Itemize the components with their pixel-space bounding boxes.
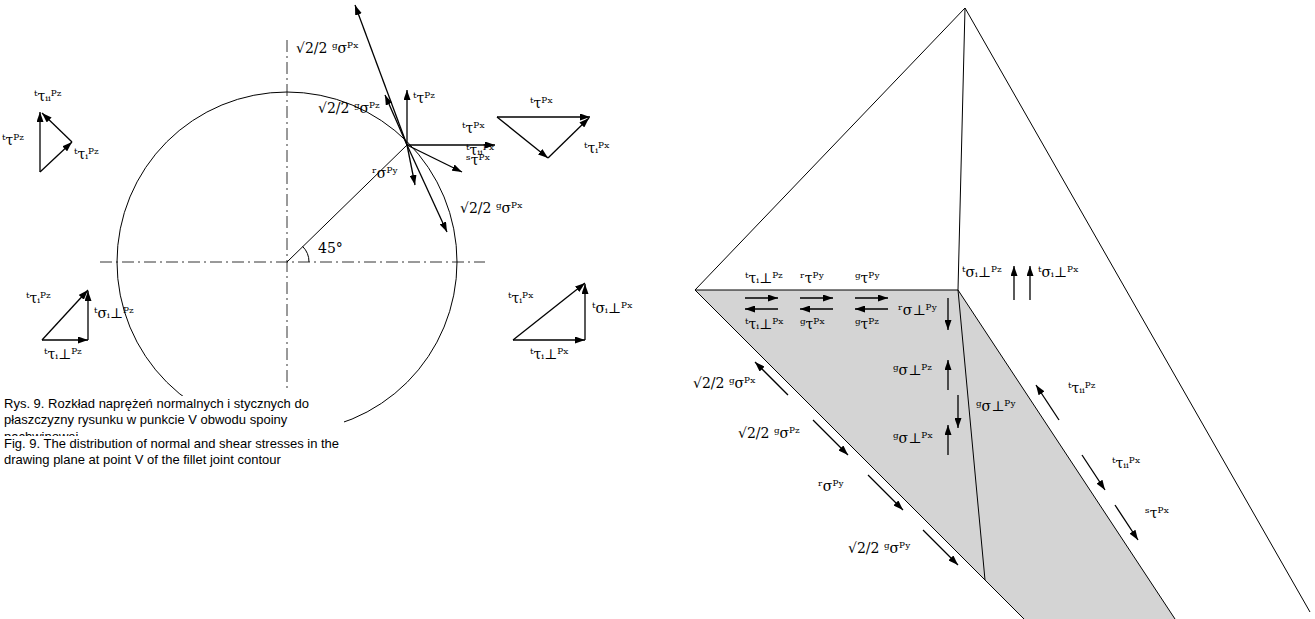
stress-label: ᵗσᵢ⊥ᴾᶻ <box>94 305 134 322</box>
figure-caption: Fig. 9. The distribution of normal and s… <box>4 436 344 469</box>
vector-arrow <box>42 339 88 340</box>
stress-label: √2/2 ᵍσᴾʸ <box>848 540 911 557</box>
vector-arrow <box>87 291 88 340</box>
stress-label: ʳσ⊥ᴾʸ <box>898 302 937 319</box>
stress-arrow <box>407 145 447 232</box>
stress-label: ᵗτᴾˣ <box>530 95 553 112</box>
weld-face <box>695 290 1175 619</box>
stress-label: ᵗτᵢᴾˣ <box>584 140 610 157</box>
stress-label: ᵗτᵢᴾᶻ <box>26 290 51 307</box>
stress-label: √2/2 ᵍσᴾᶻ <box>738 425 800 442</box>
stress-label: ᵍτᴾʸ <box>855 270 880 287</box>
vector-arrow <box>497 117 548 158</box>
stress-label: ʳτᴾʸ <box>800 270 824 287</box>
stress-arrow <box>355 5 407 145</box>
stress-arrow <box>855 297 888 298</box>
stress-label: ᵗτᴾˣ <box>462 120 485 137</box>
stress-label: ʳσᴾʸ <box>372 165 398 182</box>
angle-arc <box>303 246 309 262</box>
stress-label: ˢτᴾˣ <box>1145 505 1169 522</box>
stress-label: ᵗσᵢ⊥ᴾᶻ <box>962 264 1002 281</box>
stress-label: ᵍσ⊥ᴾʸ <box>976 398 1016 415</box>
stress-label: ᵗτᴾᶻ <box>2 132 24 149</box>
edge-line <box>958 8 965 290</box>
pyramid-edges <box>695 8 1310 619</box>
circle-group <box>100 40 485 432</box>
stress-label: ᵗτᴾᶻ <box>413 90 435 107</box>
stress-arrow <box>855 308 888 309</box>
radius-line <box>287 145 407 262</box>
stress-label: ᵗτᵢ⊥ᴾᶻ <box>745 270 783 287</box>
stress-arrow <box>407 145 415 185</box>
stress-arrow <box>1115 505 1138 540</box>
stress-arrow <box>755 362 788 395</box>
stress-label: ᵗτᵢ⊥ᴾˣ <box>745 316 784 333</box>
vector-arrow <box>40 142 72 172</box>
stress-arrow <box>813 420 848 455</box>
stress-label: ᵗσᵢ⊥ᴾˣ <box>1038 264 1079 281</box>
edge-line <box>695 290 1024 619</box>
stress-label: ᵍτᴾˣ <box>800 316 825 333</box>
stress-label: 45° <box>318 240 343 257</box>
axis-line <box>100 262 485 263</box>
stress-label: ᵍτᴾᶻ <box>855 316 879 333</box>
stress-arrow <box>800 308 833 309</box>
stress-arrow <box>868 475 903 510</box>
stress-arrow <box>947 298 948 330</box>
vector-arrow <box>497 116 590 117</box>
stress-arrow <box>1029 266 1030 300</box>
stress-arrow <box>923 530 958 565</box>
stress-arrow <box>1013 266 1014 300</box>
stress-arrow <box>407 145 462 172</box>
edge-line <box>958 290 985 580</box>
stress-arrow <box>745 308 778 309</box>
stress-label: ᵗτᵢ⊥ᴾˣ <box>530 346 569 363</box>
axis-line <box>287 40 288 392</box>
edge-line <box>965 8 1310 612</box>
edge-line <box>958 290 1175 619</box>
stress-arrow <box>1082 455 1105 490</box>
stress-arrow <box>947 360 948 390</box>
stress-label: ᵗτᵢᵢᴾˣ <box>1112 455 1141 472</box>
edge-line <box>695 8 965 290</box>
stress-arrow <box>1036 385 1059 420</box>
stress-label: ᵗτᵢᴾᶻ <box>74 146 99 163</box>
vector-arrow <box>39 112 40 172</box>
stress-label: ᵗτᵢᴾˣ <box>508 290 534 307</box>
vector-arrow <box>548 118 589 158</box>
edge-line <box>695 290 958 291</box>
stress-label: ʳσᴾʸ <box>818 478 844 495</box>
stress-label: ᵗτᵢᵢᴾˣ <box>466 142 495 159</box>
stress-label: ᵍσ⊥ᴾˣ <box>893 430 933 447</box>
stress-arrow <box>385 95 407 145</box>
stress-arrow <box>406 90 407 145</box>
stress-arrow <box>800 297 833 298</box>
vector-arrow <box>513 339 585 340</box>
stress-label: ᵗσᵢ⊥ᴾˣ <box>592 300 633 317</box>
stress-arrow <box>947 425 948 455</box>
stress-label: ᵗτᵢ⊥ᴾᶻ <box>44 346 82 363</box>
vector-arrow <box>42 113 72 142</box>
stress-arrows <box>40 5 1138 565</box>
stress-label: ᵍσ⊥ᴾᶻ <box>893 362 932 379</box>
stress-arrow <box>745 297 778 298</box>
vector-arrow <box>584 284 585 340</box>
stress-label: √2/2 ᵍσᴾˣ <box>296 40 359 57</box>
stress-label: ᵗτᵢᵢᴾᶻ <box>34 88 61 105</box>
stress-arrow <box>957 395 958 428</box>
stress-label: ᵗτᵢᵢᴾᶻ <box>1068 380 1095 397</box>
stress-label: √2/2 ᵍσᴾˣ <box>460 200 523 217</box>
stress-label: √2/2 ᵍσᴾᶻ <box>318 100 380 117</box>
stress-label: √2/2 ᵍσᴾˣ <box>693 375 756 392</box>
